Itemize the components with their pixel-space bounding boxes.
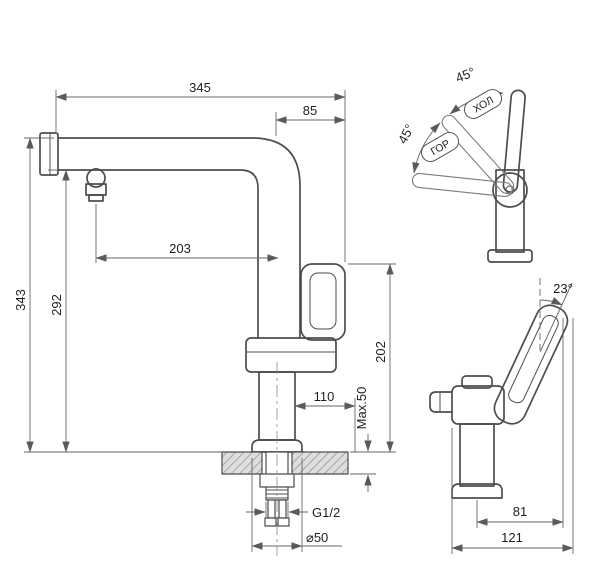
faucet-front-view [39,132,349,556]
countertop-section-right [291,451,349,475]
dim-total-width: 345 [189,80,211,95]
side-view-spout-stub [429,391,453,413]
front-view-dimension-labels: 345 85 203 343 292 202 110 Max.50 G1/2 ⌀… [13,80,388,545]
hot-tag-box [420,132,460,162]
dim-base-diameter: ⌀50 [306,530,328,545]
cold-tag-box [463,89,503,119]
dim-thread-size: G1/2 [312,505,340,520]
spout-inner-edge [57,169,259,339]
dim-handle-height: 202 [373,341,388,363]
hose-left [267,499,276,519]
side-handle-inner [508,314,559,404]
aerator-body [85,183,107,196]
side-view-column [459,423,495,487]
handle-loop-outer [300,263,346,341]
angle-handle-tilt: 23° [553,281,573,296]
dim-total-depth: 121 [501,530,523,545]
handle-pivot [492,172,528,208]
hot-position-tag: ГОР [420,132,460,162]
dim-deck-thickness: Max.50 [354,387,369,430]
handle-hot-position [411,172,513,198]
dim-spout-to-handle: 85 [303,103,317,118]
dim-base-offset: 110 [314,389,335,404]
cold-position-tag: ХОЛ [463,89,503,119]
side-view-cap [461,375,493,389]
dim-total-height: 343 [13,289,28,311]
faucet-top-view: 45° 45° ХОЛ ГОР [395,64,533,263]
column [258,371,296,441]
aerator-joint [86,168,106,188]
top-view-base [487,249,533,263]
side-handle-outer [493,304,569,425]
aerator-tip [88,194,104,202]
base-flange [251,439,303,453]
spout-end-cap [39,132,59,176]
angle-cold-label: 45° [453,64,477,85]
side-view-dimensions [451,278,574,554]
hose-fitting-right [277,517,290,527]
side-view-body [451,385,505,425]
countertop-section-left [221,451,263,475]
dim-spout-reach: 203 [169,241,191,256]
spout-outer-edge [57,137,301,339]
dim-spout-height: 292 [49,294,64,316]
hose-fitting-left [264,517,277,527]
mixer-body [245,337,337,373]
top-view-body [495,169,525,253]
front-view-dimensions [24,90,396,552]
angle-hot-label: 45° [395,122,417,146]
dim-handle-overhang: 81 [513,504,527,519]
handle-loop-inner [309,272,337,330]
faucet-side-view: 23° 81 121 [429,278,574,554]
hose-right [278,499,287,519]
handle-cold-position [441,114,515,194]
